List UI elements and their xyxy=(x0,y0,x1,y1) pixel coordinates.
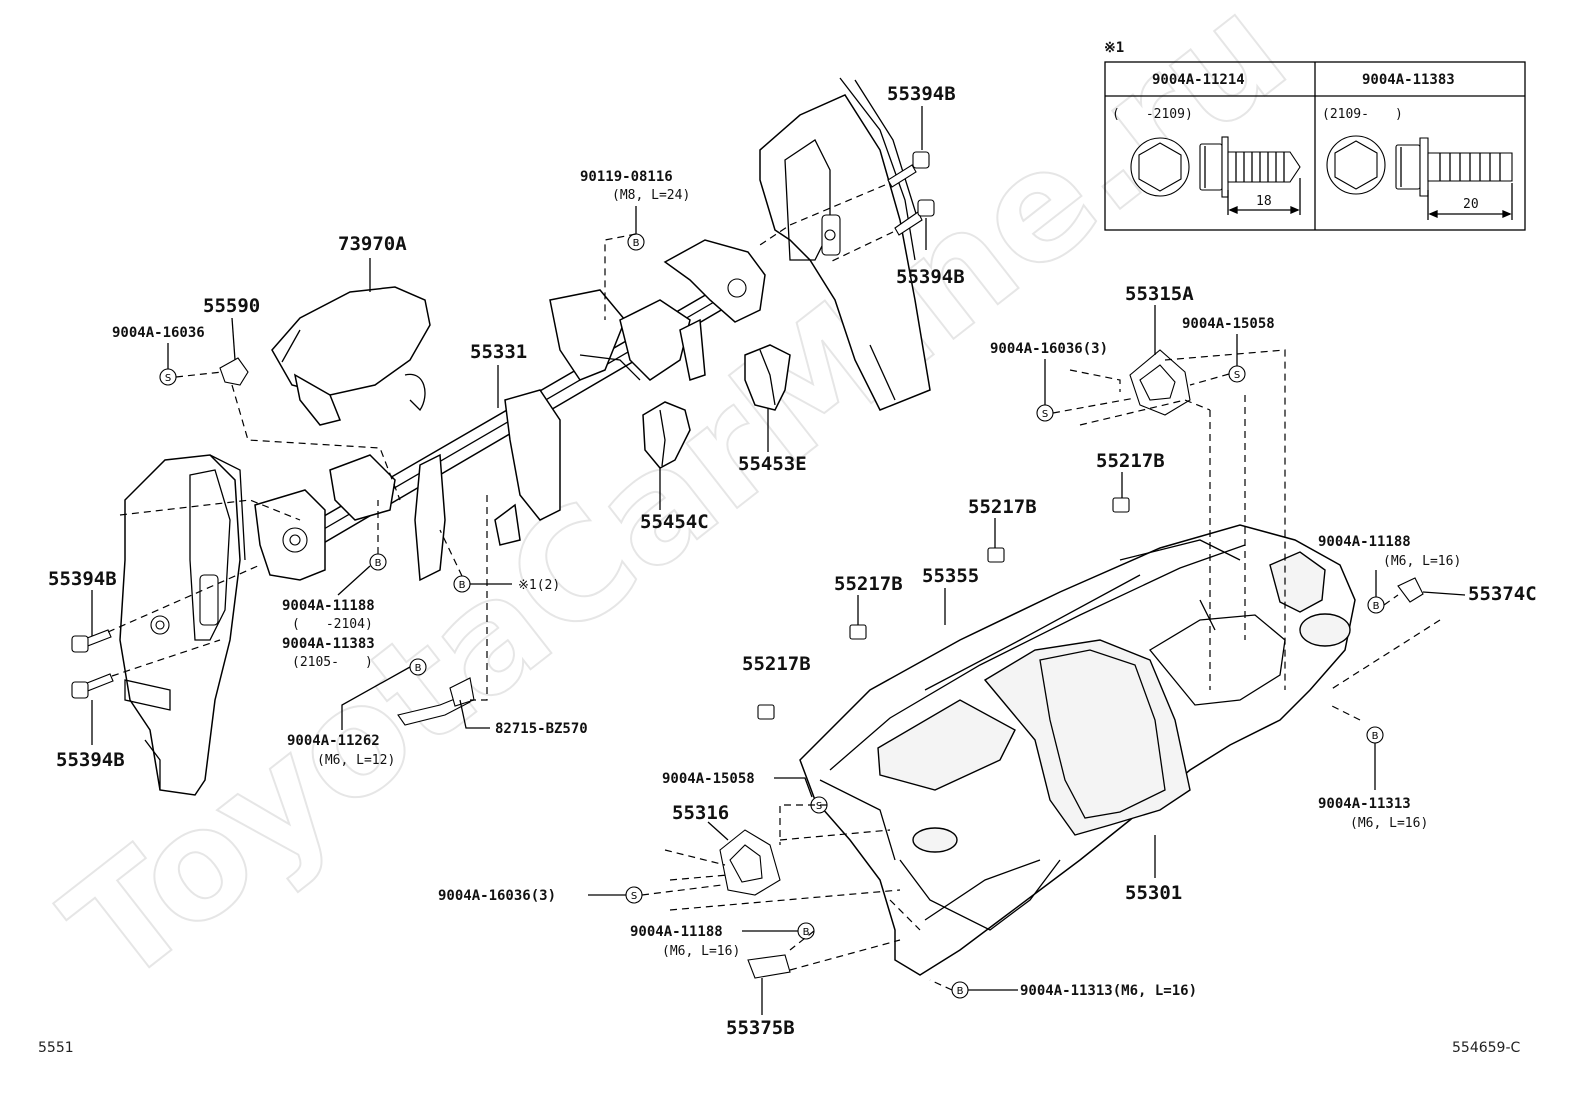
label-9004A-16036-3-top: 9004A-16036(3) xyxy=(990,341,1108,357)
svg-text:B: B xyxy=(375,558,382,569)
svg-text:S: S xyxy=(1234,370,1240,381)
instrument-panel-55301 xyxy=(799,524,1356,976)
svg-text:B: B xyxy=(803,927,810,938)
label-55375B: 55375B xyxy=(726,1017,795,1039)
label-x1-ref: ※1(2) xyxy=(518,578,560,593)
label-90119-spec: (M8, L=24) xyxy=(612,188,690,203)
left-body-pillar xyxy=(119,454,246,796)
bolt-55394B-top1 xyxy=(887,151,930,188)
svg-text:B: B xyxy=(957,986,964,997)
knee-airbag-73970A xyxy=(271,286,431,426)
table-col2-length: 20 xyxy=(1463,197,1479,212)
label-9004A-11383-left: 9004A-11383 xyxy=(282,636,375,652)
svg-text:B: B xyxy=(1372,731,1379,742)
assembly-lines xyxy=(107,184,1441,991)
nut-55217B-1 xyxy=(1112,497,1130,513)
label-55217B-4: 55217B xyxy=(742,653,811,675)
svg-text:S: S xyxy=(816,801,822,812)
label-9004A-11188-right: 9004A-11188 xyxy=(1318,534,1411,550)
label-9004A-16036-left: 9004A-16036 xyxy=(112,325,205,341)
label-9004A-11188-right-spec: (M6, L=16) xyxy=(1383,554,1461,569)
label-82715-BZ570: 82715-BZ570 xyxy=(495,721,588,737)
bracket-55375B xyxy=(747,954,791,979)
table-col1-range: ( -2109) xyxy=(1112,107,1193,122)
leader-lines xyxy=(91,106,1466,1015)
nut-55217B-3 xyxy=(849,624,867,640)
svg-text:S: S xyxy=(1042,409,1048,420)
label-9004A-15058-top: 9004A-15058 xyxy=(1182,316,1275,332)
label-9004A-16036-3-low: 9004A-16036(3) xyxy=(438,888,556,904)
table-mark: ※1 xyxy=(1104,40,1124,56)
label-9004A-11313-right-spec: (M6, L=16) xyxy=(1350,816,1428,831)
label-55217B-3: 55217B xyxy=(834,573,903,595)
table-col2-head: 9004A-11383 xyxy=(1362,72,1455,88)
bolt-55394B-left1 xyxy=(71,629,112,653)
svg-text:B: B xyxy=(633,238,640,249)
label-55394B-top2: 55394B xyxy=(896,266,965,288)
label-9004A-11188-left: 9004A-11188 xyxy=(282,598,375,614)
label-9004A-11262: 9004A-11262 xyxy=(287,733,380,749)
label-9004A-11383-left-range: (2105- ) xyxy=(292,655,373,670)
label-9004A-11313-bottom: 9004A-11313(M6, L=16) xyxy=(1020,983,1197,999)
right-body-pillar xyxy=(759,77,931,411)
label-55454C: 55454C xyxy=(640,511,709,533)
bolt-55394B-left2 xyxy=(71,673,114,699)
table-col1-length: 18 xyxy=(1256,194,1272,209)
svg-text:S: S xyxy=(631,891,637,902)
steering-support-beam xyxy=(254,239,766,582)
label-55316: 55316 xyxy=(672,802,729,824)
label-55315A: 55315A xyxy=(1125,283,1194,305)
label-9004A-15058-low: 9004A-15058 xyxy=(662,771,755,787)
clip-55374C xyxy=(1397,577,1424,603)
label-55217B-2: 55217B xyxy=(968,496,1037,518)
label-73970A: 73970A xyxy=(338,233,407,255)
label-55453E: 55453E xyxy=(738,453,807,475)
svg-text:B: B xyxy=(415,663,422,674)
table-col2-range: (2109- ) xyxy=(1322,107,1403,122)
duct-55454C xyxy=(642,401,691,469)
label-55394B-left1: 55394B xyxy=(48,568,117,590)
label-9004A-11313-right: 9004A-11313 xyxy=(1318,796,1411,812)
label-55394B-top1: 55394B xyxy=(887,83,956,105)
label-55394B-left2: 55394B xyxy=(56,749,125,771)
table-col1-head: 9004A-11214 xyxy=(1152,72,1245,88)
clip-55590 xyxy=(219,357,249,386)
bolt-variant-table: ※1 9004A-11214 9004A-11383 ( -2109) (210… xyxy=(1104,40,1526,231)
bolt-55394B-top2 xyxy=(894,199,935,236)
label-55331: 55331 xyxy=(470,341,527,363)
duct-55453E xyxy=(744,344,791,411)
label-90119-08116: 90119-08116 xyxy=(580,169,673,185)
svg-text:S: S xyxy=(165,373,171,384)
page-code: 5551 xyxy=(38,1040,74,1056)
label-55374C: 55374C xyxy=(1468,583,1537,605)
label-55301: 55301 xyxy=(1125,882,1182,904)
label-9004A-11188-low-spec: (M6, L=16) xyxy=(662,944,740,959)
part-labels: 73970A 55590 9004A-16036 55331 90119-081… xyxy=(48,83,1537,1039)
label-9004A-11262-spec: (M6, L=12) xyxy=(317,753,395,768)
label-55355: 55355 xyxy=(922,565,979,587)
label-55590: 55590 xyxy=(203,295,260,317)
svg-text:B: B xyxy=(459,580,466,591)
figure-code: 554659-C xyxy=(1452,1040,1521,1056)
label-9004A-11188-left-range: ( -2104) xyxy=(292,617,373,632)
label-55217B-1: 55217B xyxy=(1096,450,1165,472)
nut-55217B-2 xyxy=(987,547,1005,563)
label-9004A-11188-low: 9004A-11188 xyxy=(630,924,723,940)
nut-55217B-4 xyxy=(757,704,775,720)
svg-text:B: B xyxy=(1373,601,1380,612)
